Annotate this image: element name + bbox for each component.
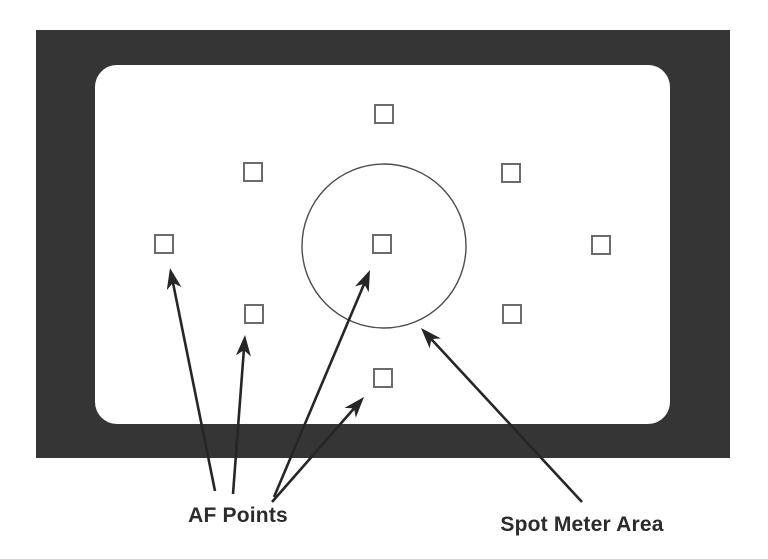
af-arrow-center-head	[354, 270, 370, 293]
af-arrow-lower-left-shaft	[231, 347, 246, 495]
af-arrow-center-shaft	[272, 281, 367, 498]
af-point-middle-right	[591, 235, 611, 255]
af-arrow-middle-left-shaft	[171, 280, 217, 492]
af-points-label: AF Points	[188, 504, 288, 527]
af-point-top-center	[374, 104, 394, 124]
af-arrow-bottom-center-shaft	[271, 405, 357, 503]
af-point-lower-right	[502, 304, 522, 324]
af-arrow-lower-left-head	[235, 335, 251, 357]
af-arrow-middle-left-head	[166, 268, 182, 291]
af-arrow-bottom-center-head	[344, 397, 364, 418]
spot-meter-area-label: Spot Meter Area	[500, 513, 664, 536]
af-point-lower-left	[244, 304, 264, 324]
af-point-bottom-center	[373, 368, 393, 388]
spot-meter-arrow-head	[421, 328, 441, 349]
af-point-upper-left	[243, 162, 263, 182]
spot-meter-arrow-shaft	[428, 336, 583, 503]
spot-meter-circle	[301, 163, 467, 329]
af-point-center	[372, 234, 392, 254]
viewfinder-screen	[95, 65, 670, 424]
af-point-middle-left	[154, 234, 174, 254]
af-point-upper-right	[501, 163, 521, 183]
